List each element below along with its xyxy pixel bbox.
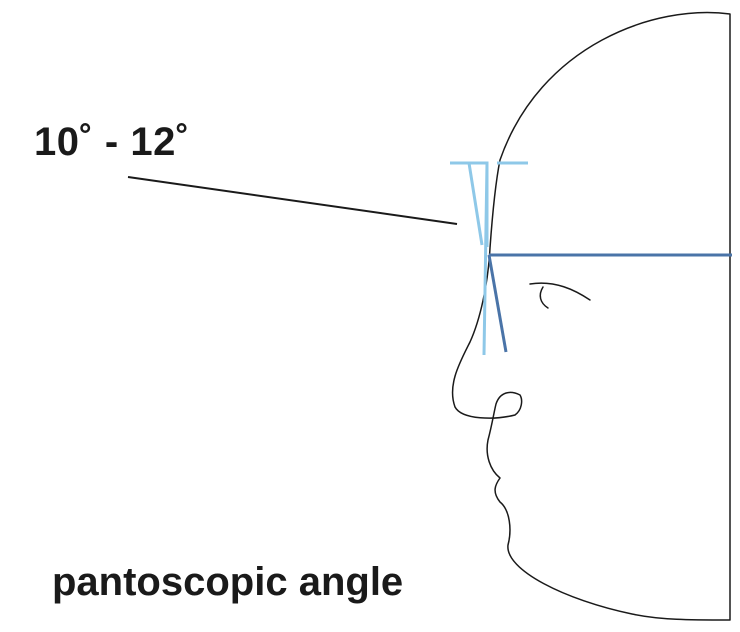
angle-range-label: 10˚ - 12˚	[34, 120, 190, 164]
tilted-lens-frame	[450, 161, 489, 356]
vertical-reference-frame	[485, 161, 528, 247]
eye-outline	[529, 282, 591, 301]
eyelid-outline	[539, 286, 549, 309]
tilt-reference-line	[487, 254, 508, 353]
head-profile-outline	[451, 11, 731, 621]
diagram-caption: pantoscopic angle	[52, 560, 404, 604]
leader-line	[127, 176, 458, 225]
